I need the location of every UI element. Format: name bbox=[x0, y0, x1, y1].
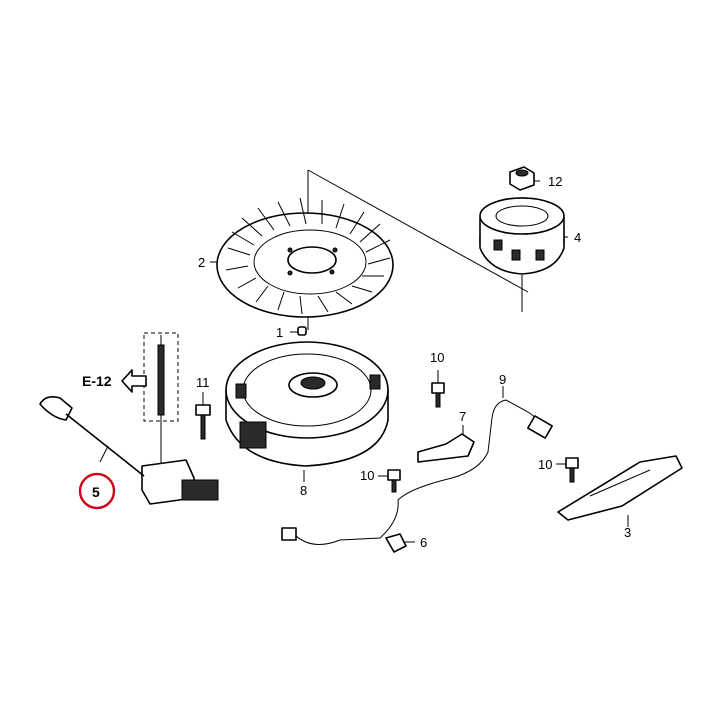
callout-6: 6 bbox=[420, 535, 427, 550]
ground-wire-part bbox=[281, 399, 553, 545]
reference-label: E-12 bbox=[82, 373, 112, 389]
callout-12: 12 bbox=[548, 174, 562, 189]
callout-5: 5 bbox=[92, 484, 100, 500]
starter-pulley-part bbox=[479, 197, 565, 275]
callout-7: 7 bbox=[459, 409, 466, 424]
callout-4: 4 bbox=[574, 230, 581, 245]
cooling-fan-part bbox=[216, 197, 394, 318]
flange-nut-part bbox=[509, 166, 535, 191]
reference-arrow bbox=[121, 369, 147, 393]
stop-switch-bracket-part bbox=[417, 433, 475, 463]
flange-bolt-10-parts bbox=[387, 382, 579, 493]
highlight-circle bbox=[78, 472, 116, 510]
callout-8: 8 bbox=[300, 483, 307, 498]
callout-3: 3 bbox=[624, 525, 631, 540]
wire-clamp-part bbox=[385, 533, 407, 553]
bolt-11-part bbox=[195, 404, 211, 440]
callout-1: 1 bbox=[276, 325, 283, 340]
ignition-coil-part bbox=[39, 332, 219, 505]
callout-2: 2 bbox=[198, 255, 205, 270]
cover-part bbox=[557, 455, 683, 521]
callout-9: 9 bbox=[499, 372, 506, 387]
callout-10-upper: 10 bbox=[430, 350, 444, 365]
flywheel-part bbox=[225, 341, 389, 467]
callout-10-right: 10 bbox=[538, 457, 552, 472]
callout-11: 11 bbox=[196, 375, 210, 390]
woodruff-key-part bbox=[297, 326, 307, 336]
callout-10-middle: 10 bbox=[360, 468, 374, 483]
